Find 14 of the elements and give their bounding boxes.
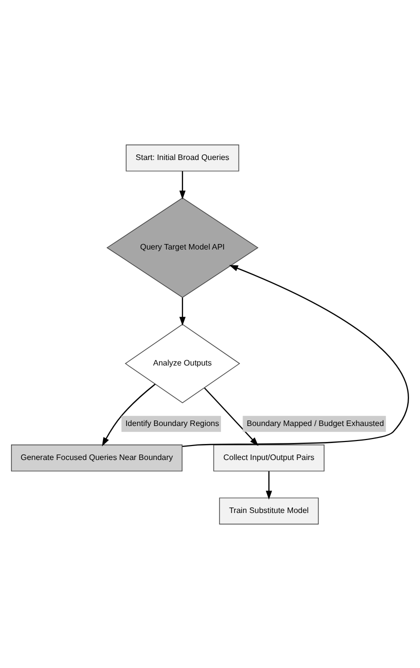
node-diamond: Analyze Outputs: [124, 323, 240, 403]
arrow: [204, 387, 258, 446]
edge-label: Identify Boundary Regions: [125, 418, 220, 428]
edge-label: Boundary Mapped / Budget Exhausted: [246, 418, 384, 428]
node-box: Collect Input/Output Pairs: [213, 444, 324, 471]
node-box: Start: Initial Broad Queries: [126, 144, 240, 171]
arrow: [179, 170, 186, 200]
arrow: [179, 297, 186, 326]
node-box: Generate Focused Queries Near Boundary: [11, 444, 182, 471]
node-diamond: Query Target Model API: [106, 197, 258, 298]
arrow: [102, 383, 156, 446]
arrow: [266, 470, 272, 500]
arrow: [182, 264, 409, 447]
node-box: Train Substitute Model: [219, 497, 319, 524]
